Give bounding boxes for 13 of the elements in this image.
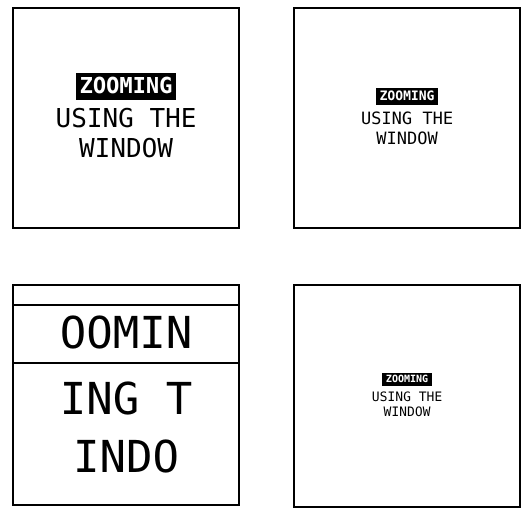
window-panel bbox=[293, 7, 521, 229]
highlighted-word: ZOOMING bbox=[382, 372, 432, 386]
highlighted-word: ZOOMING bbox=[376, 88, 438, 104]
window-panel bbox=[12, 7, 240, 229]
window-panel bbox=[293, 284, 521, 508]
caption-text: USING THE WINDOW bbox=[54, 104, 198, 164]
highlighted-word: OOMIN bbox=[14, 304, 238, 364]
enlarged-text: INDO bbox=[72, 436, 180, 480]
caption-text: USING THE WINDOW bbox=[360, 108, 454, 148]
enlarged-text: ING T bbox=[58, 378, 194, 422]
highlighted-word: ZOOMING bbox=[76, 72, 176, 100]
caption-text: USING THE WINDOW bbox=[370, 390, 444, 420]
window-panel bbox=[12, 284, 240, 506]
